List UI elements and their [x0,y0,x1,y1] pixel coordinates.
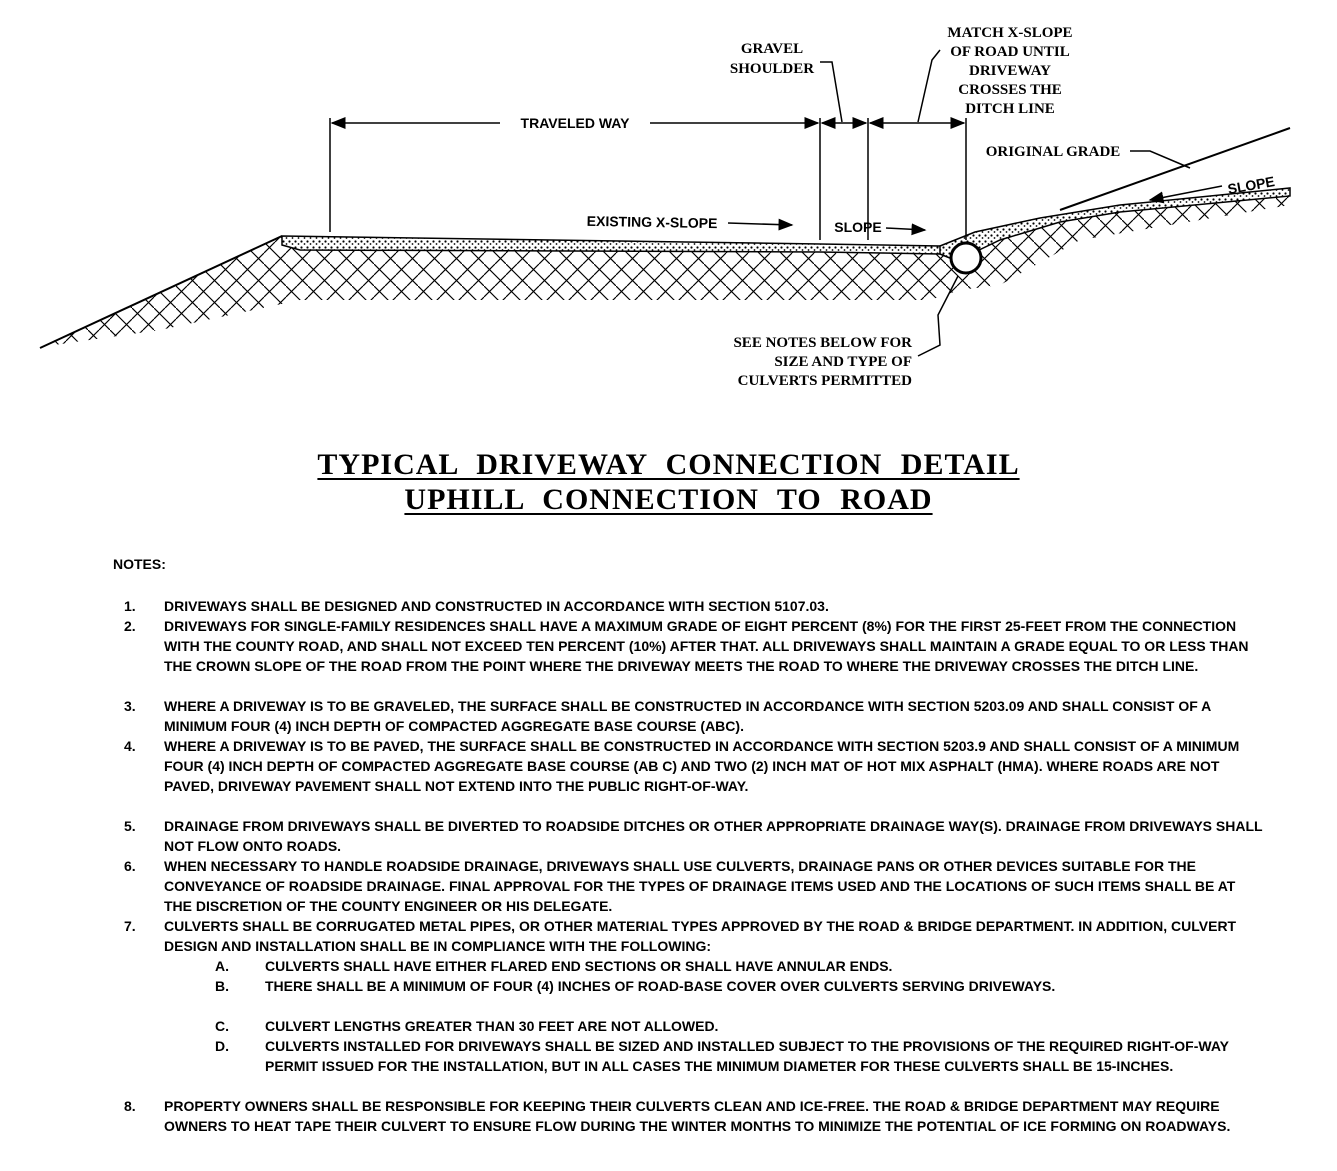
detail-subtitle: UPHILL CONNECTION TO ROAD [404,483,933,516]
note-text: PROPERTY OWNERS SHALL BE RESPONSIBLE FOR… [164,1098,1231,1134]
culvert-pipe [949,241,983,275]
note-text: DRAINAGE FROM DRIVEWAYS SHALL BE DIVERTE… [164,818,1263,854]
note-number: 4. [124,738,136,754]
note-number: 7. [124,918,136,934]
label-gravel-shoulder-1: GRAVEL [741,41,803,57]
label-see-notes-2: SIZE AND TYPE OF [774,354,912,370]
note-number: 5. [124,818,136,834]
note-number: 6. [124,858,136,874]
label-see-notes-3: CULVERTS PERMITTED [738,373,913,389]
label-original-grade: ORIGINAL GRADE [986,144,1121,160]
note-number: 1. [124,598,136,614]
detail-title: TYPICAL DRIVEWAY CONNECTION DETAIL [317,448,1020,481]
note-text: DRIVEWAYS FOR SINGLE-FAMILY RESIDENCES S… [164,618,1249,674]
sub-note-text: CULVERT LENGTHS GREATER THAN 30 FEET ARE… [265,1018,719,1034]
sub-note-letter: B. [215,978,229,994]
note-number: 3. [124,698,136,714]
note-number: 2. [124,618,136,634]
left-fill-slope-line [39,235,283,349]
original-grade-line [1059,127,1291,211]
note-text: WHEN NECESSARY TO HANDLE ROADSIDE DRAINA… [164,858,1236,914]
label-match-5: DITCH LINE [965,101,1055,117]
note-text: WHERE A DRIVEWAY IS TO BE GRAVELED, THE … [164,698,1211,734]
sub-note-text: CULVERTS INSTALLED FOR DRIVEWAYS SHALL B… [265,1038,1229,1074]
label-gravel-shoulder-2: SHOULDER [730,61,814,77]
label-traveled-way: TRAVELED WAY [521,115,631,131]
label-match-1: MATCH X-SLOPE [947,25,1072,41]
sub-note-letter: D. [215,1038,229,1054]
driveway-cross-section-diagram: TRAVELED WAY GRAVEL SHOULDER MATCH X-SLO… [0,25,1291,420]
notes-heading: NOTES: [113,556,166,572]
note-text: CULVERTS SHALL BE CORRUGATED METAL PIPES… [164,918,1237,954]
sub-note-text: THERE SHALL BE A MINIMUM OF FOUR (4) INC… [265,978,1056,994]
note-text: WHERE A DRIVEWAY IS TO BE PAVED, THE SUR… [164,738,1240,794]
note-text: DRIVEWAYS SHALL BE DESIGNED AND CONSTRUC… [164,598,829,614]
sub-note-text: CULVERTS SHALL HAVE EITHER FLARED END SE… [265,958,893,974]
ground-hatch [40,192,1290,347]
label-match-3: DRIVEWAY [969,63,1051,79]
label-match-4: CROSSES THE [958,82,1062,98]
sub-note-letter: A. [215,958,229,974]
sub-note-letter: C. [215,1018,229,1034]
label-slope-mid: SLOPE [834,219,881,235]
label-existing-x-slope: EXISTING X-SLOPE [587,213,718,231]
label-see-notes-1: SEE NOTES BELOW FOR [733,335,912,351]
note-number: 8. [124,1098,136,1114]
label-match-2: OF ROAD UNTIL [950,44,1069,60]
